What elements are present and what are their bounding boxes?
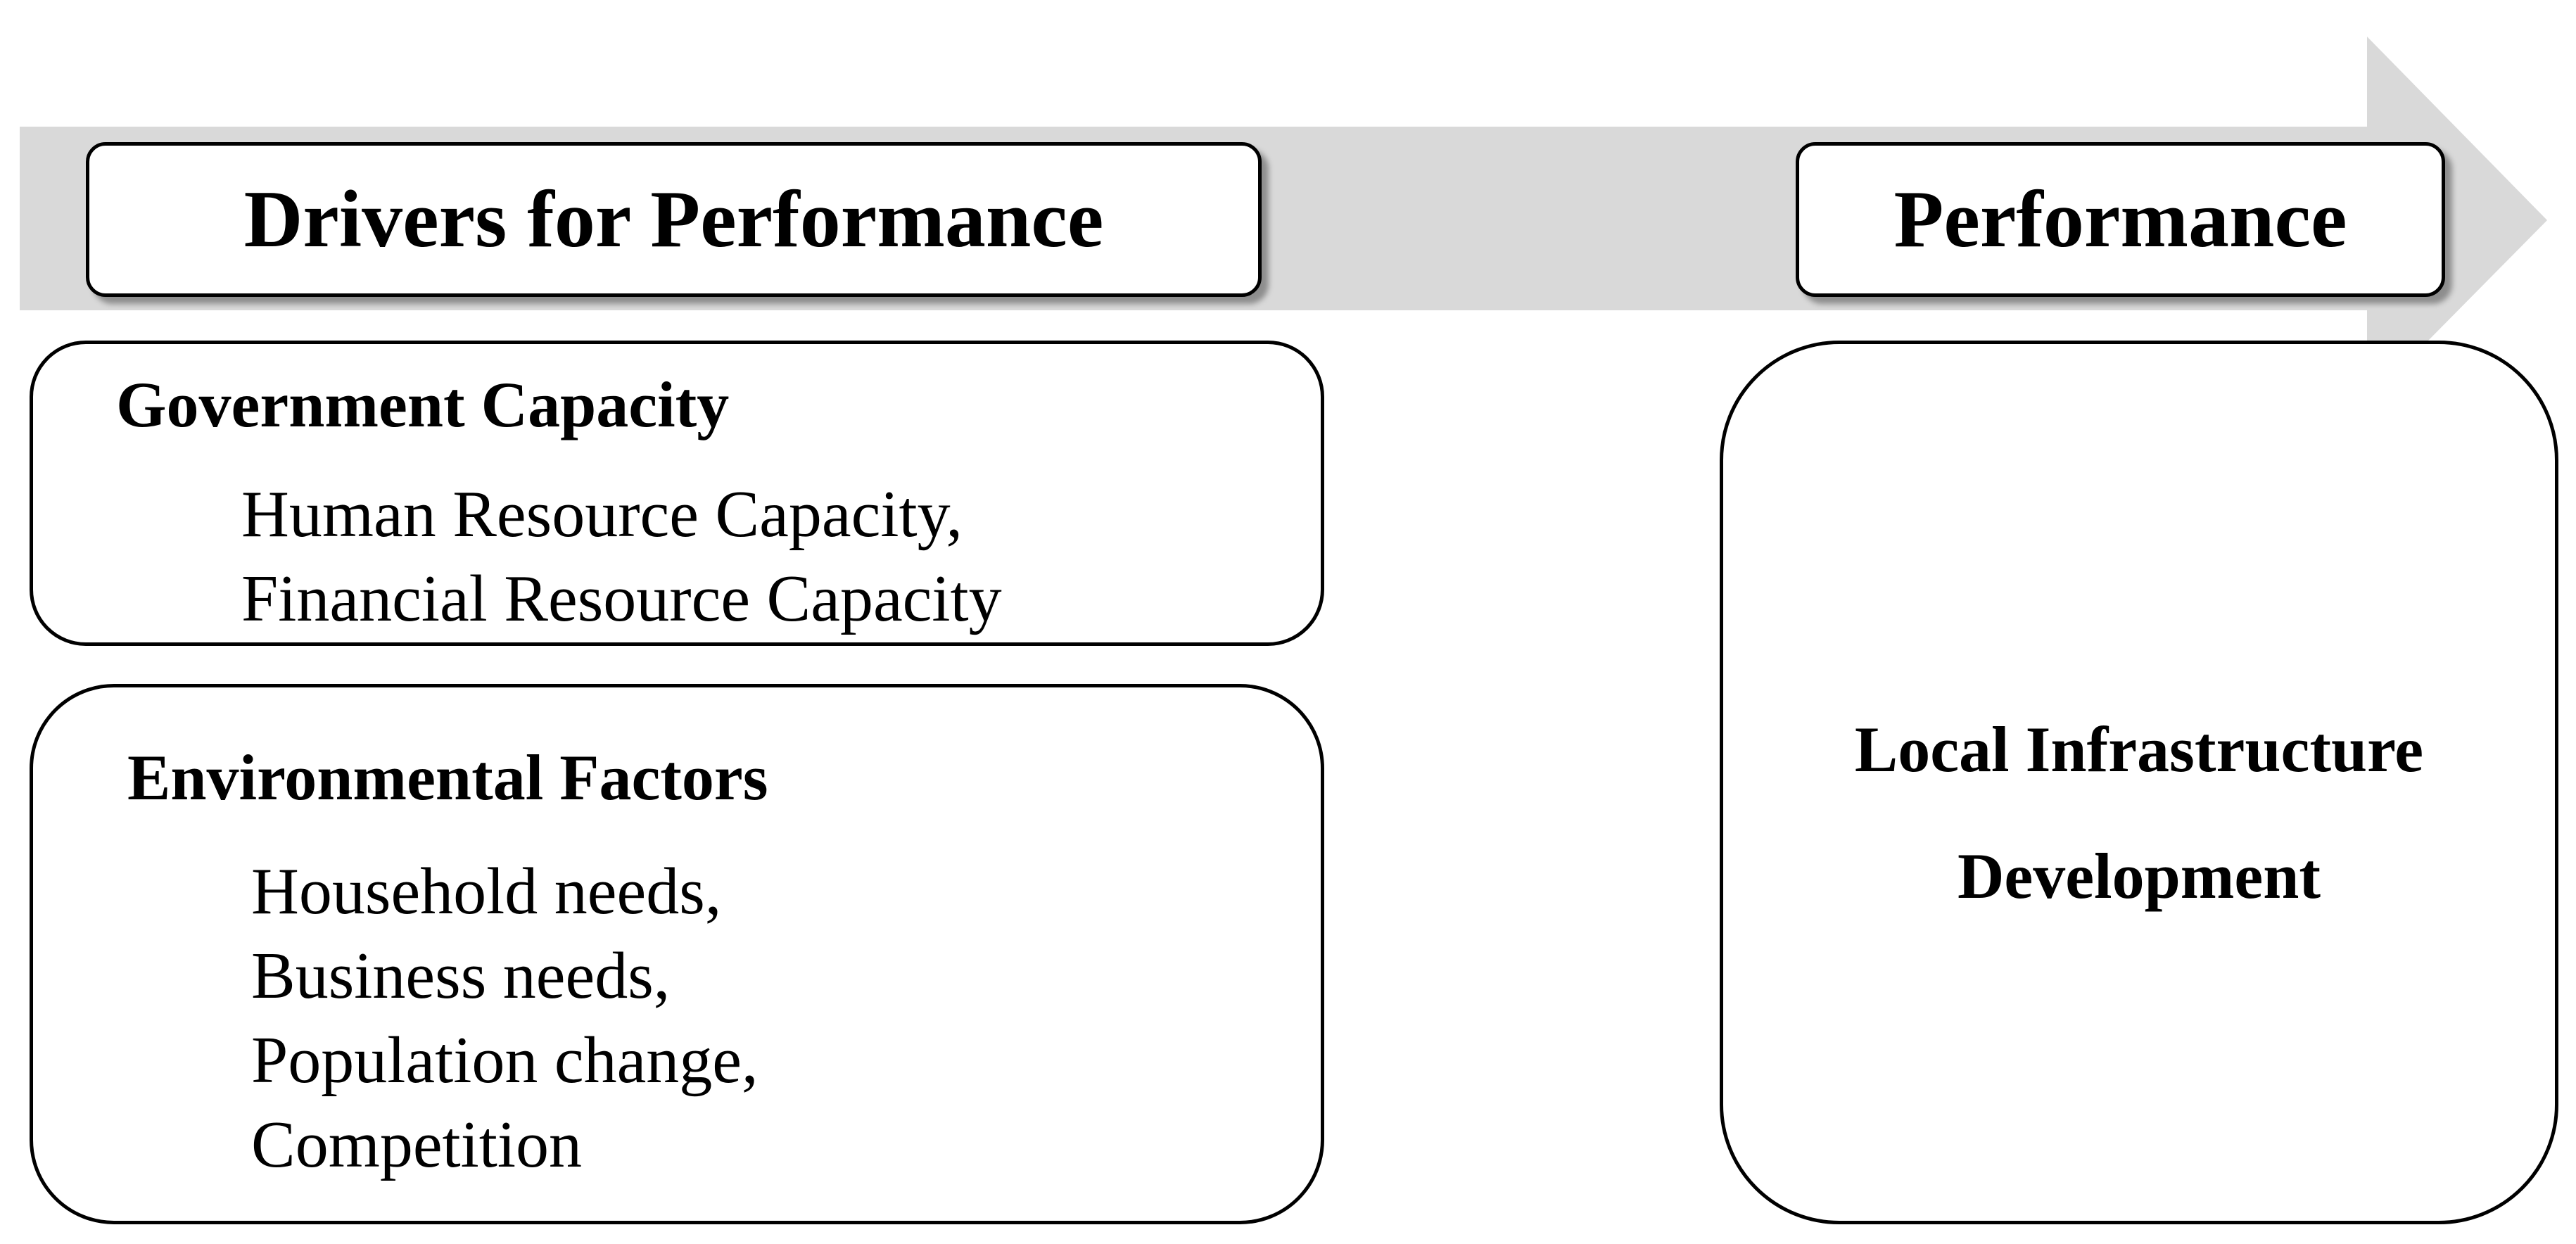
flow-arrow-shape — [20, 37, 2547, 402]
performance-header: Performance — [1796, 142, 2445, 297]
list-item: Population change, — [251, 1024, 759, 1097]
environmental-factors-title: Environmental Factors — [127, 742, 768, 813]
outcome-label: Local Infrastructure Development — [1723, 686, 2555, 939]
outcome-label-line: Development — [1957, 840, 2321, 912]
environmental-factors-box: Environmental Factors Household needs, B… — [30, 684, 1324, 1224]
government-capacity-title: Government Capacity — [116, 369, 730, 440]
list-item: Competition — [251, 1108, 582, 1181]
government-capacity-box: Government Capacity Human Resource Capac… — [30, 341, 1324, 646]
list-item: Business needs, — [251, 939, 671, 1013]
outcome-label-line: Local Infrastructure — [1854, 713, 2424, 785]
list-item: Human Resource Capacity, — [241, 478, 963, 551]
outcome-box: Local Infrastructure Development — [1720, 341, 2558, 1224]
environmental-factors-list: Household needs, Business needs, Populat… — [251, 849, 759, 1187]
government-capacity-list: Human Resource Capacity, Financial Resou… — [241, 472, 1002, 641]
list-item: Household needs, — [251, 855, 722, 928]
list-item: Financial Resource Capacity — [241, 562, 1002, 635]
drivers-header: Drivers for Performance — [86, 142, 1262, 297]
